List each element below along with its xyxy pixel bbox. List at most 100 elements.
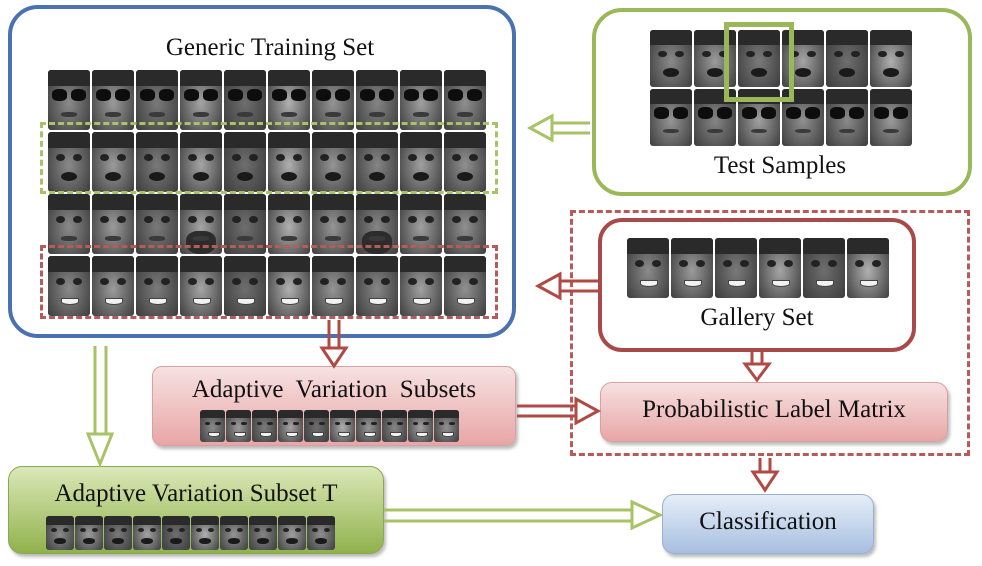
- face-thumbnail: [92, 256, 134, 316]
- face-thumbnail: [252, 410, 277, 442]
- face-thumbnail: [312, 70, 354, 130]
- face-thumbnail: [75, 516, 103, 550]
- face-thumbnail: [356, 70, 398, 130]
- face-thumbnail: [220, 516, 248, 550]
- face-thumbnail: [650, 30, 692, 87]
- training-face-grid: [48, 70, 492, 322]
- face-thumbnail: [278, 410, 303, 442]
- face-thumbnail: [46, 516, 74, 550]
- face-thumbnail: [671, 238, 713, 298]
- face-thumbnail: [738, 30, 780, 87]
- gallery-face-row: [627, 238, 891, 300]
- face-thumbnail: [268, 256, 310, 316]
- face-thumbnail: [180, 132, 222, 192]
- face-thumbnail: [278, 516, 306, 550]
- face-thumbnail: [356, 132, 398, 192]
- face-thumbnail: [191, 516, 219, 550]
- face-thumbnail: [826, 30, 868, 87]
- face-thumbnail: [92, 70, 134, 130]
- face-thumbnail: [304, 410, 329, 442]
- face-thumbnail: [136, 194, 178, 254]
- arrow-test-to-training: [526, 113, 590, 143]
- face-thumbnail: [307, 516, 335, 550]
- face-thumbnail: [180, 194, 222, 254]
- face-thumbnail: [400, 256, 442, 316]
- face-thumbnail: [400, 70, 442, 130]
- face-thumbnail: [715, 238, 757, 298]
- gallery-set-panel: [598, 218, 916, 352]
- face-thumbnail: [136, 256, 178, 316]
- face-thumbnail: [92, 132, 134, 192]
- face-thumbnail: [48, 132, 90, 192]
- face-thumbnail: [180, 256, 222, 316]
- face-thumbnail: [382, 410, 407, 442]
- face-thumbnail: [312, 194, 354, 254]
- face-thumbnail: [847, 238, 889, 298]
- face-thumbnail: [226, 410, 251, 442]
- face-thumbnail: [627, 238, 669, 298]
- face-thumbnail: [759, 238, 801, 298]
- face-thumbnail: [444, 70, 486, 130]
- gallery-matrix-region: [570, 210, 970, 456]
- face-thumbnail: [434, 410, 459, 442]
- arrow-gallery-to-training: [534, 271, 598, 301]
- face-thumbnail: [444, 256, 486, 316]
- face-thumbnail: [136, 132, 178, 192]
- face-thumbnail: [356, 194, 398, 254]
- face-thumbnail: [133, 516, 161, 550]
- face-thumbnail: [92, 194, 134, 254]
- face-thumbnail: [48, 256, 90, 316]
- classification-label: Classification: [699, 508, 837, 535]
- arrow-matrix-to-classification: [750, 458, 780, 493]
- classification-box: [662, 494, 874, 554]
- face-thumbnail: [356, 256, 398, 316]
- arrow-subset-t-to-classification: [384, 499, 664, 531]
- arrow-subsets-to-matrix: [517, 396, 602, 426]
- test-sample-highlight: [724, 22, 794, 102]
- face-thumbnail: [312, 132, 354, 192]
- gallery-set-label: Gallery Set: [700, 304, 814, 331]
- face-thumbnail: [48, 194, 90, 254]
- face-thumbnail: [826, 89, 868, 146]
- face-thumbnail: [268, 194, 310, 254]
- face-thumbnail: [870, 89, 912, 146]
- face-thumbnail: [224, 194, 266, 254]
- probabilistic-label-matrix-label: Probabilistic Label Matrix: [642, 396, 906, 423]
- face-thumbnail: [136, 70, 178, 130]
- face-thumbnail: [330, 410, 355, 442]
- adaptive-subsets-face-strip: [200, 410, 466, 442]
- face-thumbnail: [200, 410, 225, 442]
- face-thumbnail: [444, 194, 486, 254]
- selected-variation-row-green: [40, 122, 498, 194]
- face-thumbnail: [162, 516, 190, 550]
- face-thumbnail: [650, 89, 692, 146]
- arrow-training-to-subset-t: [85, 346, 115, 469]
- face-thumbnail: [224, 132, 266, 192]
- face-thumbnail: [224, 70, 266, 130]
- test-samples-label: Test Samples: [713, 152, 847, 179]
- selected-variation-row-red: [40, 245, 498, 319]
- adaptive-variation-subsets-label: Adaptive Variation Subsets: [191, 376, 477, 403]
- face-thumbnail: [249, 516, 277, 550]
- face-thumbnail: [180, 70, 222, 130]
- probabilistic-label-matrix-box: [600, 382, 948, 442]
- face-thumbnail: [400, 194, 442, 254]
- test-samples-panel: [592, 8, 972, 196]
- face-thumbnail: [268, 132, 310, 192]
- face-thumbnail: [312, 256, 354, 316]
- arrow-gallery-to-matrix: [742, 352, 772, 383]
- arrow-training-to-subsets: [319, 320, 349, 369]
- face-thumbnail: [356, 410, 381, 442]
- face-thumbnail: [803, 238, 845, 298]
- face-thumbnail: [444, 132, 486, 192]
- generic-training-set-panel: [8, 5, 516, 338]
- adaptive-variation-subset-t-label: Adaptive Variation Subset T: [54, 480, 338, 507]
- face-thumbnail: [408, 410, 433, 442]
- face-thumbnail: [870, 30, 912, 87]
- face-thumbnail: [400, 132, 442, 192]
- adaptive-subset-t-face-strip: [46, 516, 336, 550]
- face-thumbnail: [48, 70, 90, 130]
- face-thumbnail: [224, 256, 266, 316]
- face-thumbnail: [104, 516, 132, 550]
